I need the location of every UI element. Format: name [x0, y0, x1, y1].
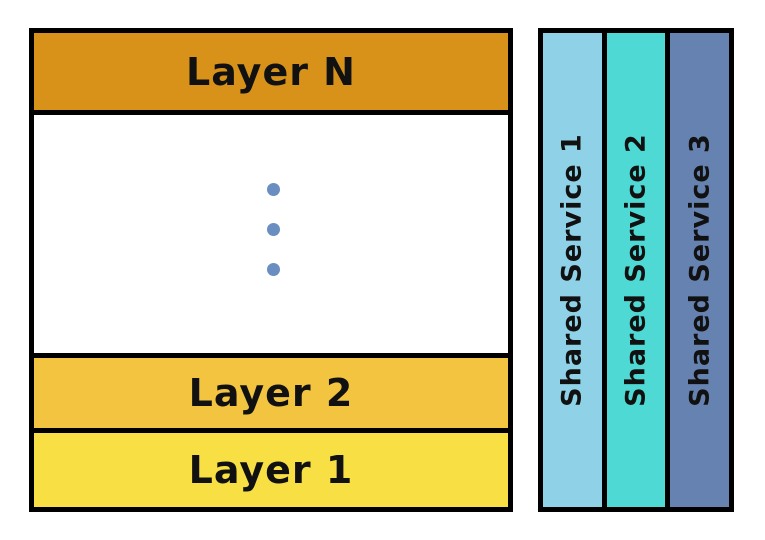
shared-services: Shared Service 1 Shared Service 2 Shared… — [538, 28, 734, 512]
layer-stack: Layer N Layer 2 Layer 1 — [29, 28, 513, 512]
shared-service-3-label: Shared Service 3 — [684, 133, 716, 407]
layer-n: Layer N — [34, 33, 508, 115]
layer-1-label: Layer 1 — [188, 448, 354, 492]
shared-service-2-label: Shared Service 2 — [620, 133, 652, 407]
layer-1: Layer 1 — [34, 433, 508, 507]
layer-n-label: Layer N — [185, 49, 356, 94]
ellipsis-dot — [267, 183, 280, 196]
shared-service-1: Shared Service 1 — [543, 33, 602, 507]
ellipsis-dot — [267, 223, 280, 236]
layer-2: Layer 2 — [34, 353, 508, 433]
shared-service-3: Shared Service 3 — [665, 33, 730, 507]
intermediate-layers — [34, 115, 508, 353]
layer-2-label: Layer 2 — [188, 371, 354, 415]
ellipsis-dot — [267, 263, 280, 276]
shared-service-2: Shared Service 2 — [601, 33, 666, 507]
shared-service-1-label: Shared Service 1 — [556, 133, 588, 407]
